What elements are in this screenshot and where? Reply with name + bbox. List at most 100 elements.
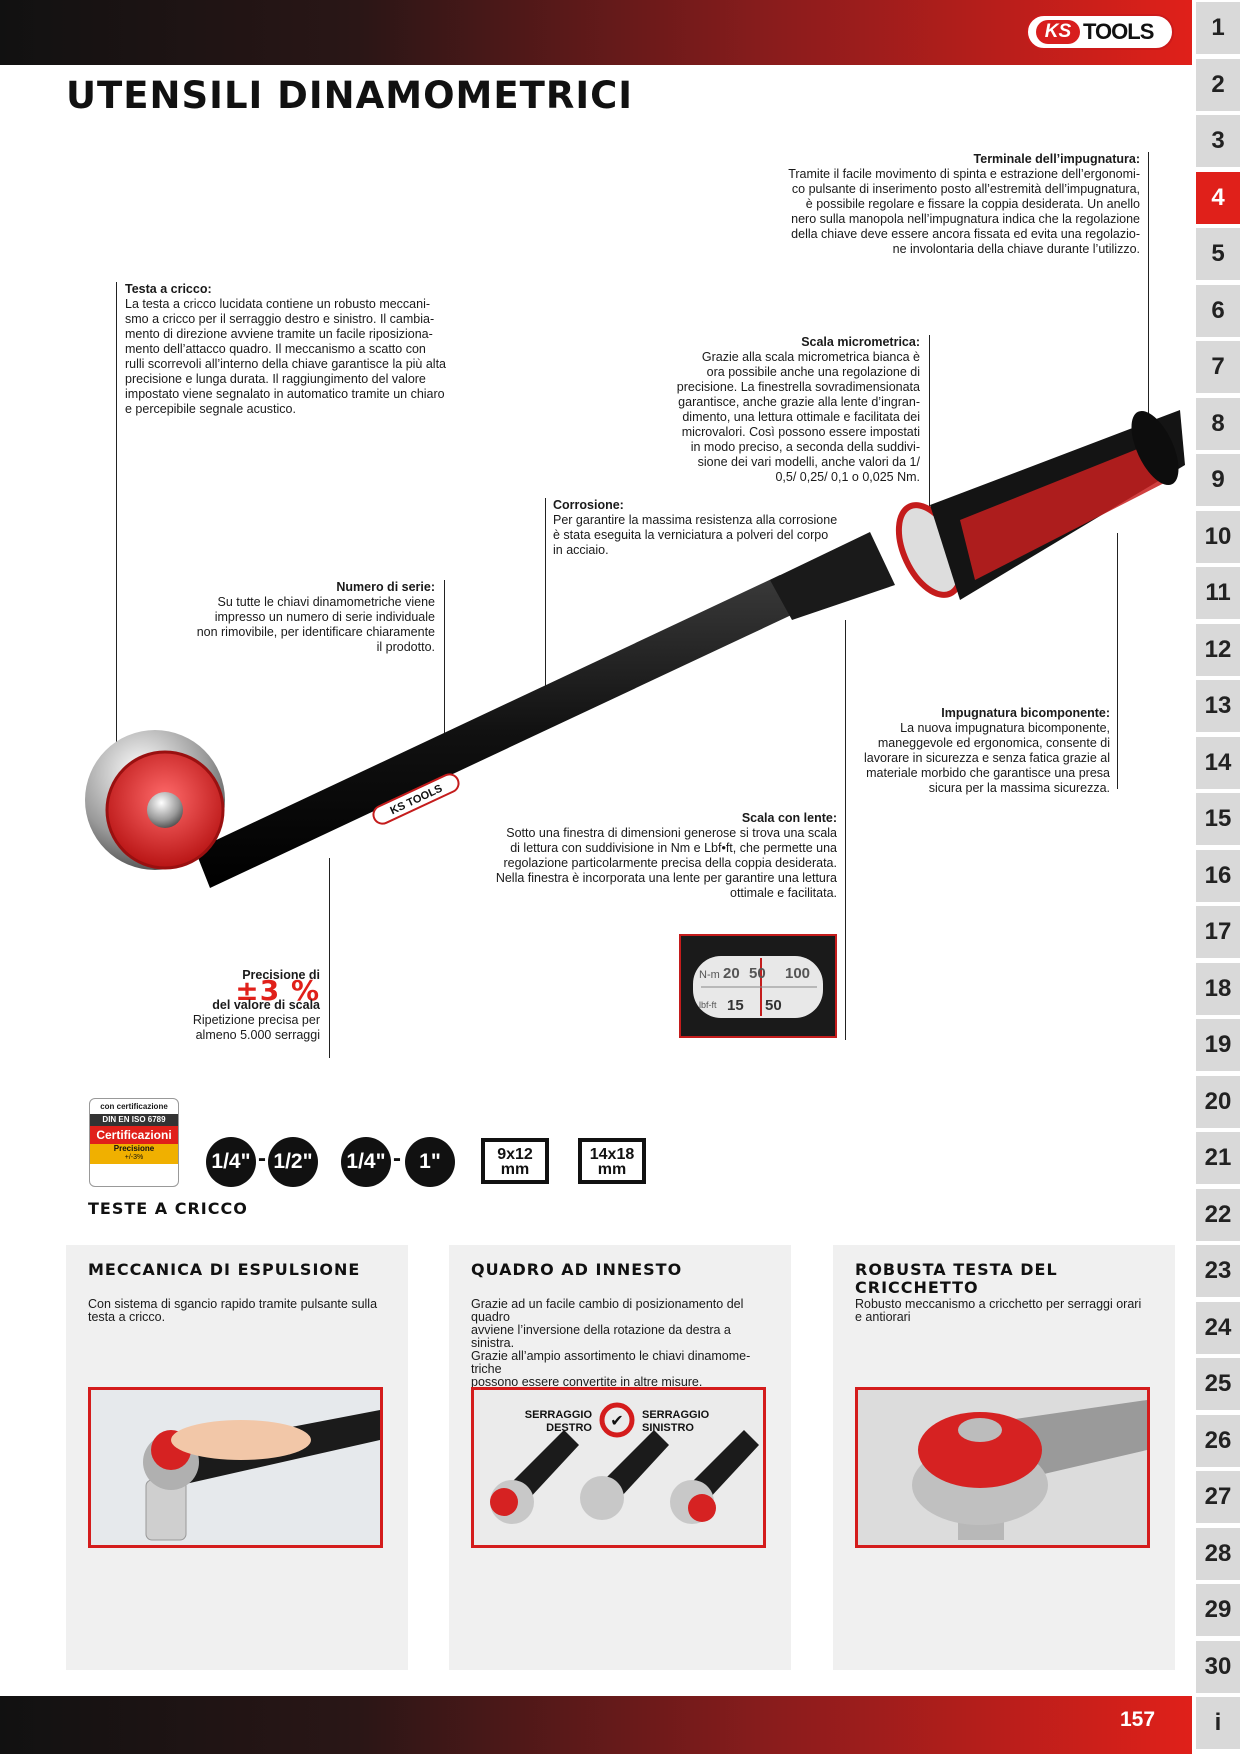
chapter-tab-23[interactable]: 23 [1196,1245,1240,1297]
note-line: impresso un numero di serie individuale [214,610,435,624]
serraggio-destro-label: SERRAGGIO [525,1409,593,1421]
note-line: impostato viene segnalato in automatico … [125,387,445,401]
note-line: microvalori. Così possono essere imposta… [681,425,920,439]
chapter-tab-22[interactable]: 22 [1196,1188,1240,1241]
drive-illustration: SERRAGGIO DESTRO ✔ SERRAGGIO SINISTRO [490,1402,759,1524]
chapter-tab-11[interactable]: 11 [1196,567,1240,619]
note-line: precisione e lunga durata. Il raggiungim… [125,372,426,386]
chapter-tab-14[interactable]: 14 [1196,736,1240,789]
chapter-tab-15[interactable]: 15 [1196,793,1240,845]
chapter-tab-13[interactable]: 13 [1196,680,1240,732]
note-line: Grazie alla scala micrometrica bianca è [701,350,920,364]
chapter-tab-18[interactable]: 18 [1196,962,1240,1015]
chapter-tab-29[interactable]: 29 [1196,1584,1240,1636]
callout-line [1117,533,1118,789]
note-title: Scala con lente: [741,811,837,825]
note-title: Terminale dell’impugnatura: [973,152,1140,166]
note-line: sicura per la massima sicurezza. [928,781,1110,795]
range-dash: - [393,1145,401,1172]
panel-image-ejection [88,1387,383,1548]
panel-description: Grazie ad un facile cambio di posizionam… [471,1298,771,1389]
serraggio-sinistro-label: SINISTRO [642,1422,694,1434]
note-line: Nella finestra è incorporata una lente p… [495,871,837,885]
note-line: Tramite il facile movimento di spinta e … [788,167,1140,181]
callout-line [929,335,930,511]
brand-logo-ks: KS [1036,20,1080,44]
chapter-tab-3[interactable]: 3 [1196,115,1240,167]
scale-label: lbf-ft [699,1000,717,1010]
chapter-tab-20[interactable]: 20 [1196,1075,1240,1128]
note-scala-micrometrica: Scala micrometrica: Grazie alla scala mi… [620,335,920,485]
chapter-tab-19[interactable]: 19 [1196,1019,1240,1071]
scale-window: N-m 20 50 100 lbf-ft 15 50 [693,956,823,1018]
panel-line: avviene l’inversione della rotazione da … [471,1323,731,1350]
note-line: Sotto una finestra di dimensioni generos… [506,826,837,840]
chapter-tab-30[interactable]: 30 [1196,1640,1240,1693]
ratchet-button [147,792,183,828]
chapter-tab-8[interactable]: 8 [1196,397,1240,450]
note-line: rulli scorrevoli all’interno della chiav… [125,357,446,371]
panel-line: possono essere convertite in altre misur… [471,1375,703,1389]
chapter-tab-9[interactable]: 9 [1196,454,1240,506]
chapter-tab-6[interactable]: 6 [1196,284,1240,337]
panel-line: triche [471,1362,502,1376]
panel-line: Con sistema di sgancio rapido tramite pu… [88,1297,378,1311]
note-line: almeno 5.000 serraggi [195,1028,320,1042]
brand-logo: KS TOOLS [1026,14,1174,50]
callout-line [116,282,117,850]
panel-line: testa a cricco. [88,1310,166,1324]
chapter-tab-7[interactable]: 7 [1196,341,1240,393]
chapter-tab-1[interactable]: 1 [1196,2,1240,54]
scale-label: 100 [785,965,810,982]
chapter-tab-2[interactable]: 2 [1196,58,1240,111]
chapter-tab-24[interactable]: 24 [1196,1301,1240,1354]
wrench-tube [195,575,802,888]
serraggio-sinistro-label: SERRAGGIO [642,1409,710,1421]
scale-label: 50 [765,997,782,1014]
insert-size-unit: mm [597,1161,627,1178]
chapter-tab-26[interactable]: 26 [1196,1414,1240,1467]
note-terminale: Terminale dell’impugnatura: Tramite il f… [740,152,1140,257]
panel-line: Robusto meccanismo a cricchetto per serr… [855,1297,1142,1311]
cert-title: Certificazioni [90,1126,178,1144]
panel-description: Robusto meccanismo a cricchetto per serr… [855,1298,1155,1324]
insert-size-value: 14x18 [589,1146,635,1163]
note-title: Numero di serie: [336,580,435,594]
chapter-tab-12[interactable]: 12 [1196,623,1240,676]
note-title: Precisione di [242,968,320,982]
note-line: dimento, una lettura ottimale e facilita… [682,410,920,424]
note-line: materiale morbido che garantisce una pre… [866,766,1110,780]
grip-red-insert [960,440,1170,580]
panel-title: ROBUSTA TESTA DEL CRICCHETTO [855,1260,1058,1297]
chapter-tab-28[interactable]: 28 [1196,1527,1240,1580]
note-line: garantisce, anche grazie alla lente d’in… [678,395,920,409]
note-line: è stata eseguita la verniciatura a polve… [553,528,829,542]
note-line: Ripetizione precisa per [192,1013,320,1027]
panel-line: e antiorari [855,1310,911,1324]
chapter-tab-4[interactable]: 4 [1196,171,1240,224]
section-label: TESTE A CRICCO [88,1199,248,1218]
footer-bar [0,1696,1192,1754]
note-line: ottimale e facilitata. [730,886,837,900]
note-line: è possibile regolare e fissare la coppia… [805,197,1140,211]
note-title: Scala micrometrica: [801,335,920,349]
chapter-tab-27[interactable]: 27 [1196,1471,1240,1523]
note-impugnatura: Impugnatura bicomponente: La nuova impug… [830,706,1110,796]
note-line: ne involontaria della chiave durante l’u… [892,242,1140,256]
note-line: 0,5/ 0,25/ 0,1 o 0,025 Nm. [775,470,920,484]
wrench-collar [770,532,895,620]
chapter-tab-17[interactable]: 17 [1196,906,1240,958]
chapter-tab-i[interactable]: i [1196,1697,1240,1749]
chapter-tab-5[interactable]: 5 [1196,228,1240,280]
chapter-tab-25[interactable]: 25 [1196,1358,1240,1410]
chapter-tab-21[interactable]: 21 [1196,1132,1240,1184]
scale-label: N-m [699,969,720,981]
scale-label: 15 [727,997,744,1014]
note-line: ora possibile anche una regolazione di [706,365,920,379]
note-line: precisione. La finestrella sovradimensio… [676,380,920,394]
panel-description: Con sistema di sgancio rapido tramite pu… [88,1298,388,1324]
chapter-tab-16[interactable]: 16 [1196,849,1240,902]
note-line: Per garantire la massima resistenza alla… [553,513,838,527]
chapter-tab-10[interactable]: 10 [1196,510,1240,563]
note-line: regolazione particolarmente precisa dell… [503,856,837,870]
